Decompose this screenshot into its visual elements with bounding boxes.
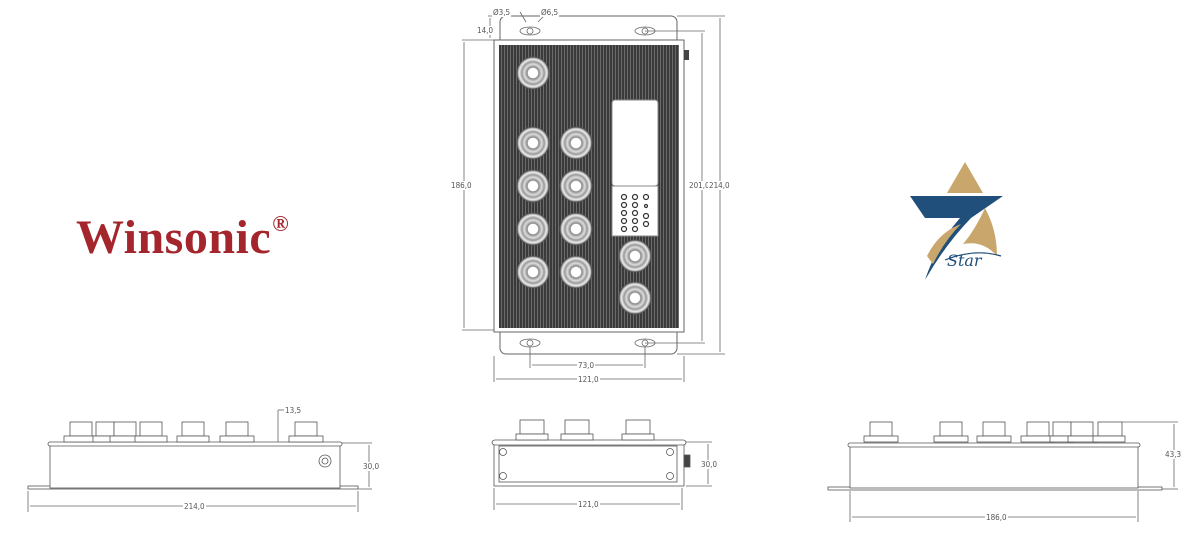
dim-end-overall-width: 121,0 (577, 500, 600, 509)
front-view-drawing: Ø3,5 Ø6,5 14,0 186,0 201,0 214,0 73,0 12… (450, 8, 731, 384)
dim-hole-small: Ø3,5 (492, 8, 512, 17)
dim-overall-length: 214,0 (183, 502, 206, 511)
dim-flange-height: 14,0 (476, 26, 495, 35)
dim-hole-spacing-vertical: 201,0 (688, 181, 711, 190)
dim-overall-height: 214,0 (708, 181, 731, 190)
dim-other-body-length: 186,0 (985, 513, 1008, 522)
winsonic-logo: Winsonic® (76, 196, 289, 266)
dim-connector-height: 13,5 (284, 406, 303, 415)
dim-body-height: 186,0 (450, 181, 473, 190)
seven-star-logo: Star (905, 160, 1015, 285)
dim-other-overall-height: 43,3 (1164, 450, 1183, 459)
dim-hole-large: Ø6,5 (540, 8, 560, 17)
side-view-long-drawing: 13,5 30,0 214,0 (0, 400, 400, 537)
dim-hole-spacing-horizontal: 73,0 (577, 361, 596, 370)
end-view-drawing: 30,0 121,0 (480, 400, 730, 537)
dim-body-height-side: 30,0 (362, 462, 381, 471)
star-logo-text: Star (947, 251, 983, 270)
dim-overall-width: 121,0 (577, 375, 600, 384)
winsonic-logo-text: Winsonic (76, 211, 272, 264)
seven-star-icon: Star (910, 162, 1003, 280)
dim-end-body-height: 30,0 (700, 460, 719, 469)
side-view-other-drawing: 43,3 186,0 (820, 400, 1200, 537)
registered-mark: ® (272, 211, 290, 236)
